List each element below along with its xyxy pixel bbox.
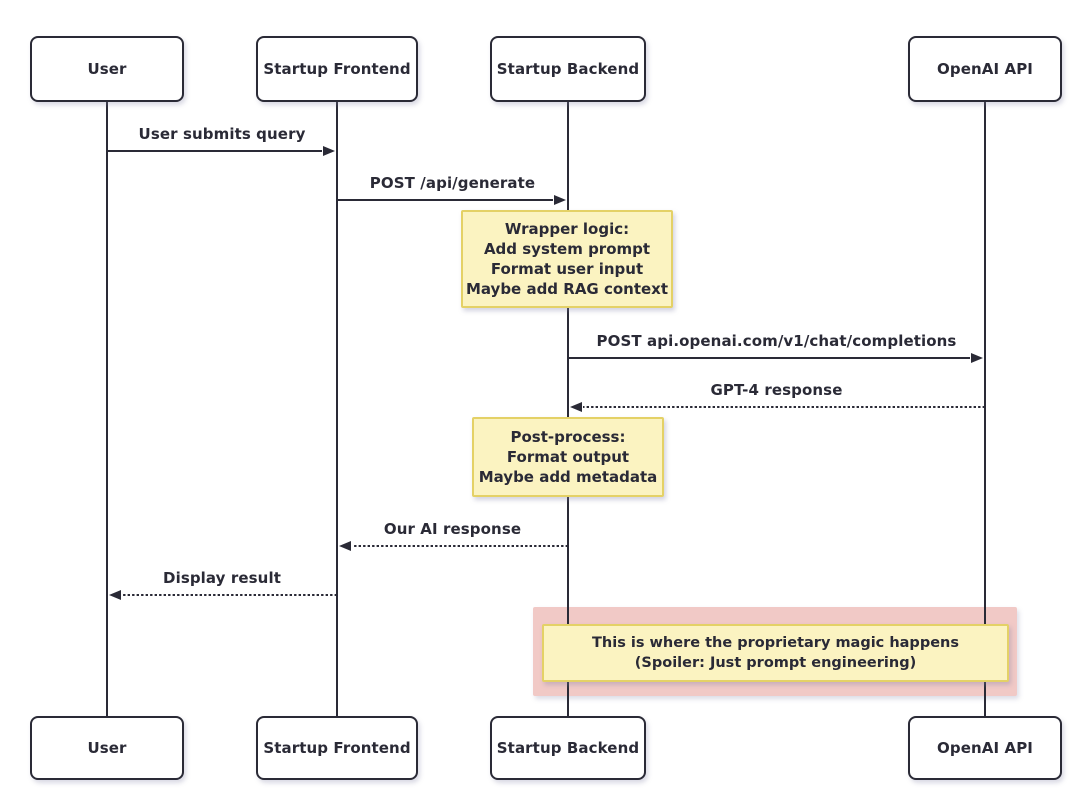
message-label-user-submits-query: User submits query (138, 125, 306, 143)
actor-bottom-user: User (30, 716, 184, 780)
arrow-head-display-result (109, 590, 121, 600)
note-line: Post-process: (510, 428, 626, 446)
arrow-head-our-ai-response (339, 541, 351, 551)
message-label-post-openai-completions: POST api.openai.com/v1/chat/completions (596, 332, 957, 350)
arrow-head-post-openai-completions (971, 353, 983, 363)
actor-bottom-openai-api: OpenAI API (908, 716, 1062, 780)
message-label-display-result: Display result (163, 569, 281, 587)
arrow-display-result (109, 590, 337, 600)
message-label-our-ai-response: Our AI response (383, 520, 522, 538)
arrow-gpt4-response (570, 402, 985, 412)
actor-label: OpenAI API (937, 739, 1033, 757)
note-line: Wrapper logic: (504, 220, 630, 238)
actor-label: Startup Frontend (263, 60, 411, 78)
arrow-user-submits-query (107, 146, 335, 156)
arrow-post-api-generate (337, 195, 566, 205)
arrow-head-user-submits-query (323, 146, 335, 156)
actor-label: Startup Backend (496, 60, 640, 78)
actor-label: User (87, 739, 127, 757)
actor-top-user: User (30, 36, 184, 102)
actor-label: OpenAI API (937, 60, 1033, 78)
actor-label: Startup Backend (496, 739, 640, 757)
actor-top-openai-api: OpenAI API (908, 36, 1062, 102)
arrow-post-openai-completions (568, 353, 983, 363)
note-line: Maybe add RAG context (465, 280, 669, 298)
note-line: Format user input (490, 260, 644, 278)
note-line: Format output (506, 448, 630, 466)
actor-bottom-startup-frontend: Startup Frontend (256, 716, 418, 780)
actor-top-startup-frontend: Startup Frontend (256, 36, 418, 102)
actor-label: User (87, 60, 127, 78)
actor-label: Startup Frontend (263, 739, 411, 757)
note-proprietary-magic: This is where the proprietary magic happ… (542, 624, 1009, 682)
actor-top-startup-backend: Startup Backend (490, 36, 646, 102)
actor-bottom-startup-backend: Startup Backend (490, 716, 646, 780)
note-line: Maybe add metadata (478, 468, 658, 486)
message-label-post-api-generate: POST /api/generate (369, 174, 536, 192)
arrow-head-post-api-generate (554, 195, 566, 205)
note-line: (Spoiler: Just prompt engineering) (634, 655, 917, 671)
note-line: Add system prompt (483, 240, 651, 258)
arrow-our-ai-response (339, 541, 568, 551)
arrow-head-gpt4-response (570, 402, 582, 412)
note-line: This is where the proprietary magic happ… (592, 635, 959, 651)
message-label-gpt4-response: GPT-4 response (710, 381, 843, 399)
